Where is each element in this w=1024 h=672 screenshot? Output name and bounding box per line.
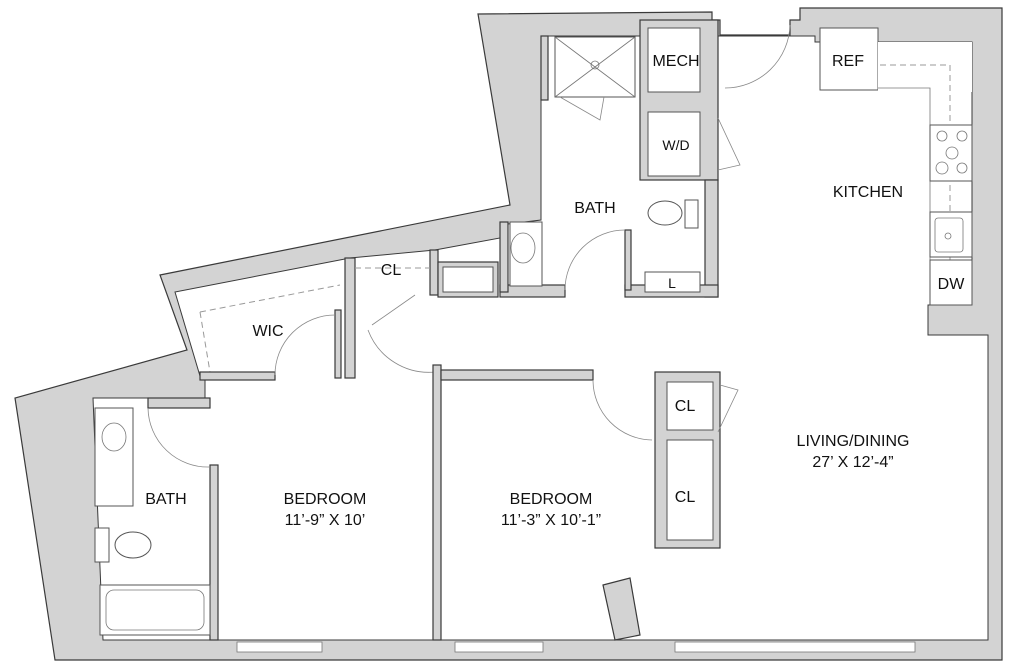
- window: [236, 641, 323, 653]
- linen-label: L: [668, 275, 676, 291]
- bedroom-divider-wall: [432, 364, 442, 641]
- bedroom1-label: BEDROOM: [284, 491, 367, 508]
- window: [454, 641, 544, 653]
- bedroom2-dimensions: 11’-3” X 10’-1”: [501, 512, 601, 529]
- shower-door: [559, 96, 605, 121]
- dishwasher: [929, 259, 973, 306]
- wic-bottom-wall: [199, 371, 276, 381]
- dw-label: DW: [938, 276, 966, 293]
- lower-bath-right-wall: [209, 464, 219, 641]
- wd-door[interactable]: [717, 117, 741, 171]
- sink-icon: [510, 232, 536, 264]
- toilet-icon: [647, 200, 683, 226]
- bathtub: [99, 584, 211, 636]
- refrigerator: [819, 27, 879, 91]
- lower-bath-door-swing[interactable]: [147, 407, 211, 468]
- bedroom1-dimensions: 11’-9” X 10’: [285, 512, 366, 529]
- closet-wall: [429, 249, 439, 296]
- mech-closet: [647, 27, 701, 93]
- closet-door[interactable]: [371, 294, 416, 326]
- bath-vanity: [509, 221, 543, 287]
- bath-left-wall: [499, 221, 509, 293]
- lower-toilet-tank: [94, 527, 110, 563]
- entry-door-swing[interactable]: [724, 24, 791, 89]
- bath-bottom-left-wall: [499, 284, 566, 298]
- bath-door-swing[interactable]: [564, 229, 626, 291]
- lower-sink-icon: [101, 422, 127, 452]
- window: [674, 641, 916, 653]
- wic-door-jamb: [334, 309, 342, 379]
- mech-label: MECH: [652, 53, 699, 70]
- bath-wall: [540, 35, 549, 101]
- linen-closet: [644, 271, 701, 293]
- closet-lower-label: CL: [675, 489, 696, 506]
- lower-toilet-icon: [114, 531, 152, 559]
- bath-upper-label: BATH: [574, 200, 615, 217]
- toilet-tank: [684, 199, 699, 229]
- bath-partition: [624, 229, 632, 291]
- wic-divider-wall: [344, 257, 356, 379]
- bath-lower-label: BATH: [145, 491, 186, 508]
- bedroom2-label: BEDROOM: [510, 491, 593, 508]
- wd-label: W/D: [662, 137, 689, 153]
- bath-right-wall: [704, 179, 719, 298]
- column: [602, 577, 641, 641]
- washer-dryer: [647, 111, 701, 177]
- hall-door-swing[interactable]: [367, 329, 436, 373]
- ref-label: REF: [832, 53, 864, 70]
- wic-label: WIC: [252, 323, 283, 340]
- wic-door-swing[interactable]: [274, 314, 336, 376]
- shaft: [442, 266, 494, 293]
- interior-floor: [92, 35, 989, 641]
- closet-mid-label: CL: [675, 398, 696, 415]
- lower-vanity: [94, 407, 134, 507]
- closet-lower: [666, 439, 714, 541]
- closet-mid: [666, 381, 714, 431]
- kitchen-label: KITCHEN: [833, 184, 903, 201]
- living-label: LIVING/DINING: [797, 433, 910, 450]
- range: [929, 124, 973, 182]
- living-dimensions: 27’ X 12’-4”: [812, 454, 893, 471]
- bedroom2-top-wall: [440, 369, 594, 381]
- bedroom2-door-swing[interactable]: [592, 379, 653, 441]
- closet-upper-label: CL: [381, 262, 402, 279]
- closet-mid-door[interactable]: [717, 384, 739, 433]
- lower-bath-top-wall: [147, 397, 211, 409]
